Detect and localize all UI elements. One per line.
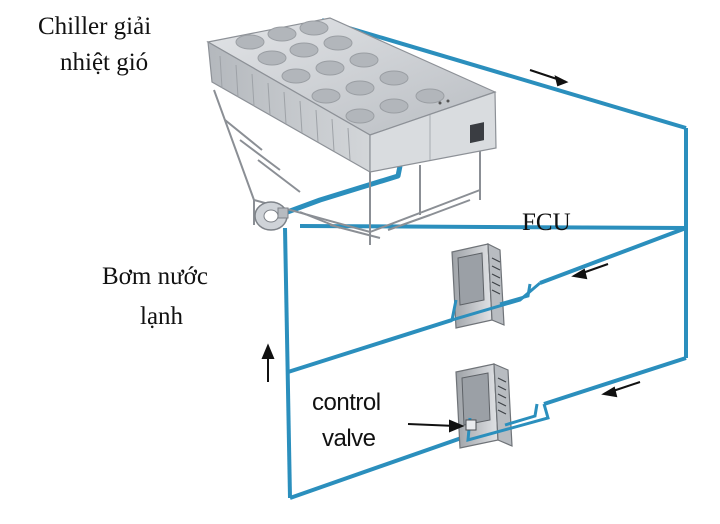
valve-label-line1: control bbox=[312, 389, 381, 416]
control-panel-icon bbox=[470, 122, 484, 144]
flow-arrows bbox=[261, 69, 641, 433]
return-branch-fcu1 bbox=[287, 318, 453, 374]
supply-branch-fcu1 bbox=[539, 226, 687, 285]
valve-label-line2: valve bbox=[322, 425, 376, 452]
return-riser-left bbox=[283, 227, 292, 499]
chiller-label-line2: nhiệt gió bbox=[60, 49, 149, 76]
supply-branch-fcu2 bbox=[543, 356, 687, 406]
chiller-label-line1: Chiller giải bbox=[38, 13, 152, 40]
fcu-unit-lower bbox=[455, 363, 550, 449]
pump-label-line2: lạnh bbox=[140, 303, 184, 330]
pump-to-chiller bbox=[281, 165, 403, 217]
pipe-network bbox=[281, 18, 688, 500]
chiller-fans bbox=[235, 20, 445, 124]
chiller-end-panel bbox=[369, 91, 497, 173]
pump-icon bbox=[254, 201, 289, 231]
fcu-label: FCU bbox=[522, 209, 571, 236]
return-header-upper bbox=[299, 224, 687, 230]
chiller-unit bbox=[206, 17, 497, 245]
fcu-unit-upper bbox=[450, 243, 541, 329]
flow-arrow-fcu2 bbox=[601, 381, 641, 398]
supply-pipe-top bbox=[321, 18, 687, 130]
control-valve-icon bbox=[465, 419, 477, 431]
flow-arrow-fcu1 bbox=[571, 263, 609, 280]
valve-pointer-arrow bbox=[407, 419, 465, 433]
return-branch-fcu2 bbox=[289, 433, 471, 500]
chiller-frame bbox=[213, 89, 481, 245]
flow-arrow-riser bbox=[261, 343, 275, 382]
flow-arrow-top bbox=[529, 69, 569, 87]
pump-label-line1: Bơm nước bbox=[102, 263, 208, 290]
